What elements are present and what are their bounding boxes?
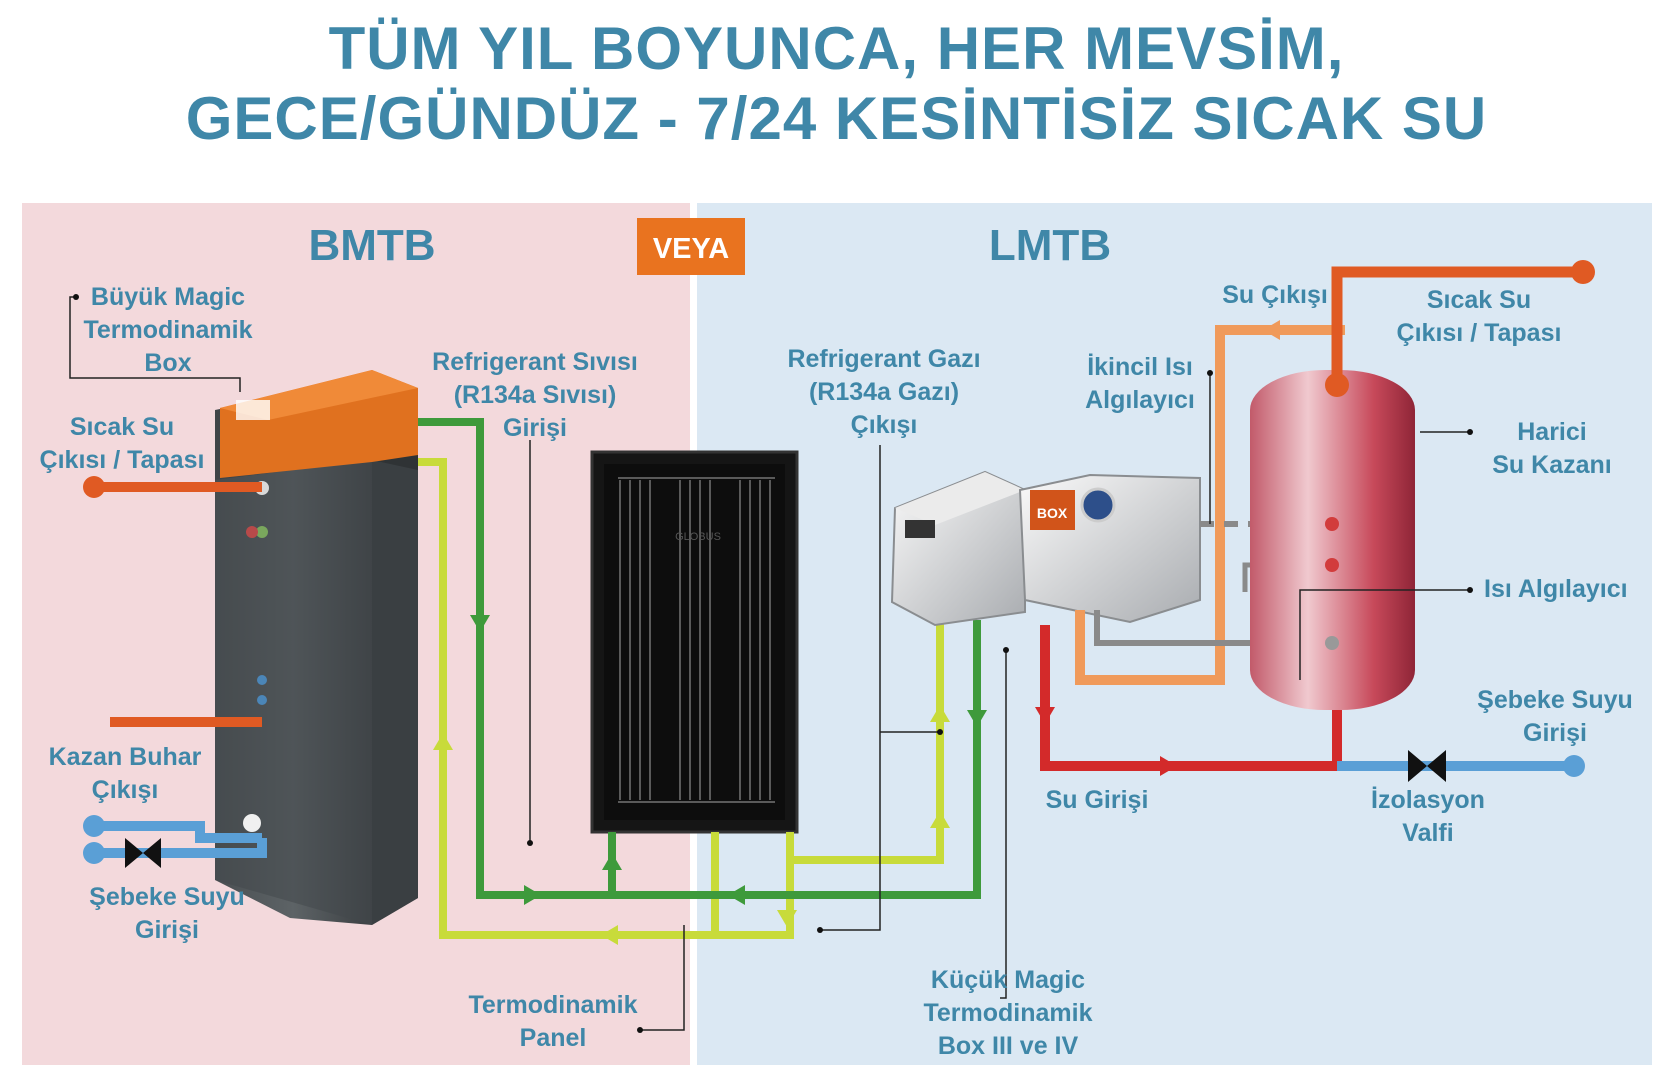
lmtb-heading: LMTB xyxy=(989,221,1111,270)
label-line: Sıcak Su xyxy=(1427,286,1531,314)
label-refrigerant-gas: Refrigerant Gazı (R134a Gazı) Çıkışı xyxy=(787,345,980,439)
label-isolation-valve: İzolasyon Valfi xyxy=(1371,786,1485,847)
label-line: Termodinamik xyxy=(923,999,1092,1027)
left-boiler-steam-pipe xyxy=(83,815,262,843)
title-line-1: TÜM YIL BOYUNCA, HER MEVSİM, xyxy=(328,15,1345,82)
label-line: Refrigerant Sıvısı xyxy=(432,348,638,376)
big-magic-box-unit xyxy=(215,370,418,925)
small-magic-box-iii xyxy=(890,470,1026,627)
valve-icon xyxy=(125,838,161,868)
label-line: Şebeke Suyu xyxy=(89,883,245,911)
label-line: Algılayıcı xyxy=(1085,386,1195,414)
label-small-magic-box: Küçük Magic Termodinamik Box III ve IV xyxy=(923,966,1092,1060)
label-line: Girişi xyxy=(503,414,567,442)
label-line: Çıkısı / Tapası xyxy=(40,446,205,474)
flow-arrow-icon xyxy=(470,615,490,632)
veya-badge: VEYA xyxy=(637,218,745,275)
flow-arrow-icon xyxy=(601,925,618,945)
label-line: Harici xyxy=(1517,418,1586,446)
flow-arrow-icon xyxy=(728,885,745,905)
label-line: İzolasyon xyxy=(1371,786,1485,814)
water-tank-icon xyxy=(1250,370,1415,710)
flow-arrow-icon xyxy=(967,710,987,727)
label-refrigerant-liquid: Refrigerant Sıvısı (R134a Sıvısı) Girişi xyxy=(432,348,638,442)
flow-arrow-icon xyxy=(930,811,950,828)
page-title: TÜM YIL BOYUNCA, HER MEVSİM, GECE/GÜNDÜZ… xyxy=(0,14,1673,154)
label-line: Kazan Buhar xyxy=(49,743,202,771)
label-external-tank: Harici Su Kazanı xyxy=(1492,418,1611,479)
red-water-inlet-pipe xyxy=(1040,625,1342,771)
label-line: Çıkısı / Tapası xyxy=(1397,319,1562,347)
label-left-hot-out: Sıcak Su Çıkısı / Tapası xyxy=(40,413,205,474)
refrigerant-liquid-line-left xyxy=(418,418,650,899)
flow-arrow-icon xyxy=(433,733,453,750)
label-line: Termodinamik xyxy=(83,316,252,344)
veya-label: VEYA xyxy=(653,233,729,265)
valve-icon xyxy=(1408,750,1446,782)
label-line: Büyük Magic xyxy=(91,283,245,311)
label-line: Çıkışı xyxy=(851,411,918,439)
label-line: Girişi xyxy=(1523,719,1587,747)
label-line: Box xyxy=(144,349,191,377)
right-section-background xyxy=(697,203,1652,1065)
label-boiler-steam: Kazan Buhar Çıkışı xyxy=(49,743,202,804)
flow-arrow-icon xyxy=(602,853,622,870)
label-line: Termodinamik xyxy=(468,991,637,1019)
label-line: Panel xyxy=(520,1024,587,1052)
label-right-hot-out: Sıcak Su Çıkısı / Tapası xyxy=(1397,286,1562,347)
label-line: Refrigerant Gazı xyxy=(787,345,980,373)
title-line-2: GECE/GÜNDÜZ - 7/24 KESİNTİSİZ SICAK SU xyxy=(185,85,1488,152)
flow-arrow-icon xyxy=(1160,756,1177,776)
label-thermodynamic-panel: Termodinamik Panel xyxy=(468,991,637,1052)
left-hot-water-pipe xyxy=(83,476,262,498)
label-line: Şebeke Suyu xyxy=(1477,686,1633,714)
flow-arrow-icon xyxy=(524,885,541,905)
hot-water-outlet-pipe xyxy=(1325,260,1595,397)
label-line: Box III ve IV xyxy=(938,1032,1079,1060)
label-line: İkincil Isı xyxy=(1087,353,1193,381)
label-water-in: Su Girişi xyxy=(1046,786,1149,814)
label-line: Küçük Magic xyxy=(931,966,1085,994)
orange-return-pipe xyxy=(1075,325,1345,685)
label-line: (R134a Sıvısı) xyxy=(454,381,617,409)
small-box-logo-text: BOX xyxy=(1037,505,1068,521)
flow-arrow-icon xyxy=(1035,707,1055,724)
label-left-mains-in: Şebeke Suyu Girişi xyxy=(89,883,245,944)
label-line: Valfi xyxy=(1402,819,1453,847)
flow-arrow-icon xyxy=(777,910,797,927)
solar-panel-icon: GLOBUS xyxy=(590,450,799,834)
label-water-out: Su Çıkışı xyxy=(1222,281,1328,309)
leader-lines xyxy=(69,296,1470,1031)
bmtb-heading: BMTB xyxy=(308,221,435,270)
flow-arrow-icon xyxy=(930,705,950,722)
label-big-magic-box: Büyük Magic Termodinamik Box xyxy=(83,283,252,377)
refrigerant-gas-line-left xyxy=(418,458,730,939)
label-heat-sensor: Isı Algılayıcı xyxy=(1484,575,1628,603)
label-line: Çıkışı xyxy=(92,776,159,804)
mains-water-pipe xyxy=(1337,755,1585,777)
label-secondary-sensor: İkincil Isı Algılayıcı xyxy=(1085,353,1195,414)
small-magic-box-iv: BOX xyxy=(1018,473,1201,624)
label-right-mains-in: Şebeke Suyu Girişi xyxy=(1477,686,1633,747)
panel-brand: GLOBUS xyxy=(675,531,721,543)
label-line: Girişi xyxy=(135,916,199,944)
label-line: Su Kazanı xyxy=(1492,451,1611,479)
label-line: Sıcak Su xyxy=(70,413,174,441)
label-line: (R134a Gazı) xyxy=(809,378,959,406)
refrigerant-gas-line-right xyxy=(790,620,944,864)
flow-arrow-icon xyxy=(1263,320,1280,340)
